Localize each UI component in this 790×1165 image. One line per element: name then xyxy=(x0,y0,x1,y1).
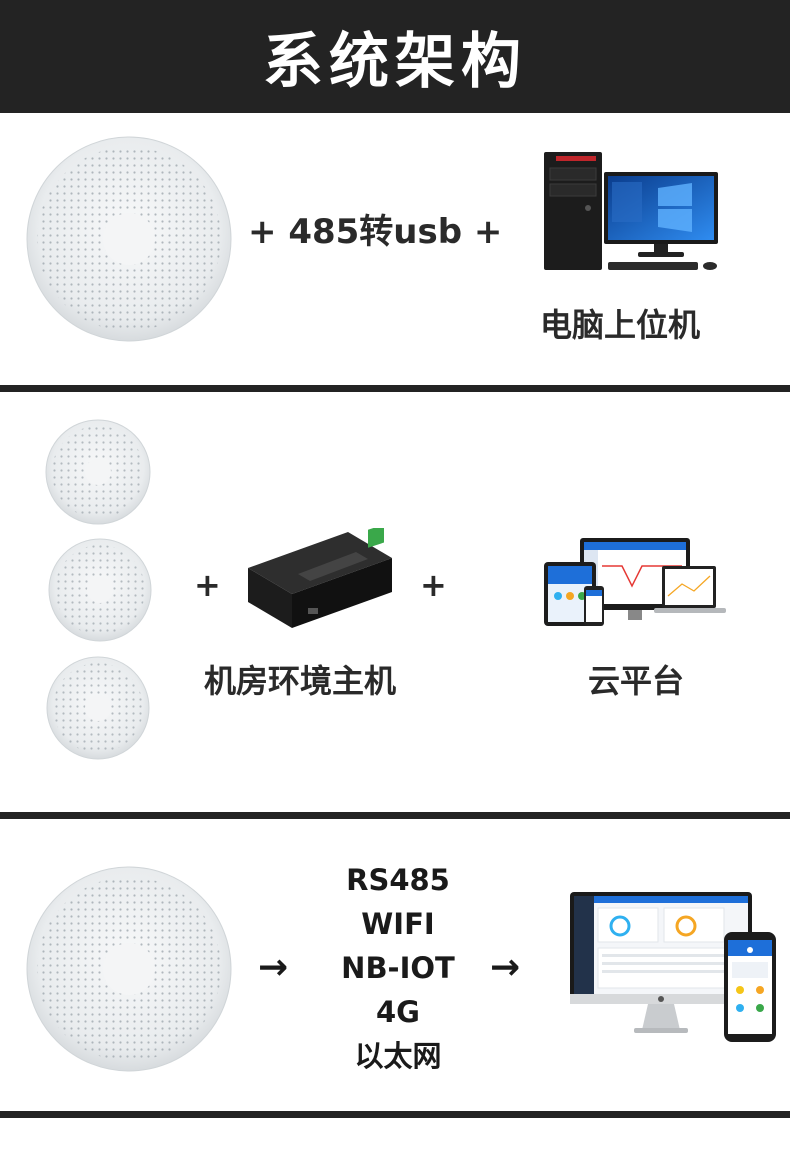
protocol-item: 以太网 xyxy=(354,1039,442,1073)
sensor-icon xyxy=(48,536,152,644)
page-header: 系统架构 xyxy=(0,0,790,113)
sensor-icon xyxy=(44,418,152,526)
sensor-icon xyxy=(26,864,232,1074)
arrow-icon: → xyxy=(258,947,289,988)
protocol-item: RS485 xyxy=(346,863,450,897)
page-title: 系统架构 xyxy=(263,27,527,97)
divider xyxy=(0,812,790,819)
plus-sign: + xyxy=(420,566,447,604)
protocol-item: WIFI xyxy=(361,907,435,941)
cloud-label: 云平台 xyxy=(588,662,685,700)
usb-connector-label: + 485转usb + xyxy=(248,212,503,252)
sensor-icon xyxy=(46,654,150,762)
arrow-icon: → xyxy=(490,947,521,988)
multi-screen-icon xyxy=(542,536,728,630)
desktop-pc-icon xyxy=(542,148,722,276)
host-label: 机房环境主机 xyxy=(204,662,397,700)
protocol-item: 4G xyxy=(376,995,420,1029)
sensor-icon xyxy=(26,134,232,344)
plus-sign: + xyxy=(194,566,221,604)
divider xyxy=(0,385,790,392)
divider xyxy=(0,1111,790,1118)
pc-label: 电脑上位机 xyxy=(540,306,701,344)
protocol-item: NB-IOT xyxy=(341,951,455,985)
monitor-phone-icon xyxy=(568,890,780,1046)
gateway-device-icon xyxy=(238,528,396,632)
protocol-list: RS485 WIFI NB-IOT 4G 以太网 xyxy=(318,858,478,1078)
